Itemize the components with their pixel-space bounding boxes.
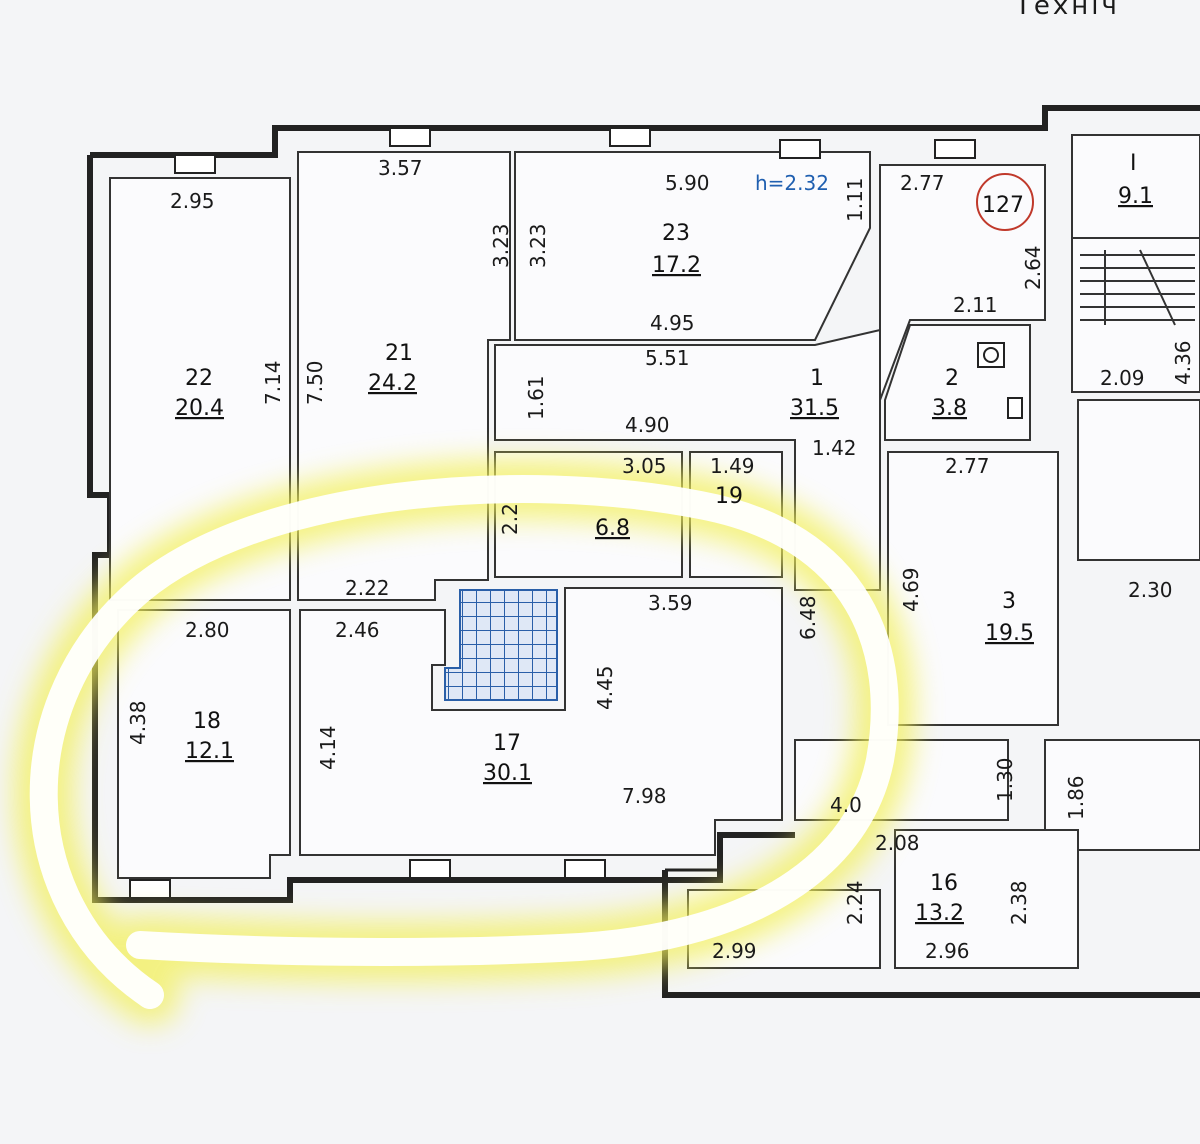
room-21-area: 24.2 xyxy=(368,371,417,396)
dim-label: 2.30 xyxy=(1128,578,1173,602)
apartment-stamp xyxy=(976,173,1034,231)
dim-label: 2.09 xyxy=(1100,366,1145,390)
tile-area xyxy=(444,589,558,701)
room-1-number: 1 xyxy=(810,366,824,391)
room-22-outline xyxy=(109,177,291,601)
dim-label: 7.14 xyxy=(261,360,285,405)
dim-label: 5.90 xyxy=(665,171,710,195)
dim-label: 2.77 xyxy=(900,171,945,195)
dim-label: 2.77 xyxy=(945,454,990,478)
dimension-labels: 2.95 3.57 5.90 1.11 2.77 3.23 3.23 7.14 … xyxy=(126,156,1195,963)
room-2-area: 3.8 xyxy=(932,396,967,421)
dim-label: 7.98 xyxy=(622,784,667,808)
dim-label: 4.69 xyxy=(899,567,923,612)
room-17-number: 17 xyxy=(493,731,521,756)
dim-label: 3.23 xyxy=(526,223,550,268)
room-I-outline xyxy=(1071,134,1200,393)
room-17-outline xyxy=(299,587,783,856)
dim-label: 3.57 xyxy=(378,156,423,180)
room-19-number: 19 xyxy=(715,484,743,509)
room-21-number: 21 xyxy=(385,341,413,366)
room-I-area: 9.1 xyxy=(1118,184,1153,209)
toilet-fixture xyxy=(977,342,1023,419)
dim-label: 2.99 xyxy=(712,939,757,963)
windows xyxy=(129,127,976,899)
dim-label: 2.96 xyxy=(925,939,970,963)
dim-label: 1.30 xyxy=(993,757,1017,802)
dim-label: 4.95 xyxy=(650,311,695,335)
dim-label: 3.05 xyxy=(622,454,667,478)
dim-label: 2.08 xyxy=(875,831,920,855)
dim-label: 2.38 xyxy=(1007,880,1031,925)
dim-label: 3.23 xyxy=(489,223,513,268)
dim-label: 7.50 xyxy=(303,360,327,405)
dim-label: 4.45 xyxy=(593,665,617,710)
ceiling-height: h=2.32 xyxy=(755,171,829,195)
right-block-outline xyxy=(1077,399,1200,561)
room-20-area: 6.8 xyxy=(595,516,630,541)
dim-label: 1.61 xyxy=(524,375,548,420)
dim-label: 2.24 xyxy=(843,880,867,925)
dim-label: 2.95 xyxy=(170,189,215,213)
room-16-area: 13.2 xyxy=(915,901,964,926)
room-16-number: 16 xyxy=(930,871,958,896)
room-16-outline xyxy=(894,829,1079,969)
dim-label: 2.46 xyxy=(335,618,380,642)
dim-label: 6.48 xyxy=(796,595,820,640)
room-1-area: 31.5 xyxy=(790,396,839,421)
room-18-area: 12.1 xyxy=(185,739,234,764)
dim-label: 4.0 xyxy=(830,793,862,817)
dim-label: 2.80 xyxy=(185,618,230,642)
room-18-number: 18 xyxy=(193,709,221,734)
dim-label: 4.90 xyxy=(625,413,670,437)
dim-label: 2.22 xyxy=(345,576,390,600)
right-lower-block xyxy=(1044,739,1200,851)
dim-label: 4.36 xyxy=(1171,340,1195,385)
dim-label: 2.11 xyxy=(953,293,998,317)
room-18-outline xyxy=(117,609,291,879)
dim-label: 1.42 xyxy=(812,436,857,460)
dim-label: 2.2 xyxy=(498,503,522,535)
room-I-number: I xyxy=(1130,151,1137,176)
dim-label: 4.14 xyxy=(316,725,340,770)
stair-steps xyxy=(1080,249,1195,326)
room-3-number: 3 xyxy=(1002,589,1016,614)
dim-label: 1.86 xyxy=(1064,775,1088,820)
dim-label: 1.11 xyxy=(843,177,867,222)
dim-label: 4.38 xyxy=(126,700,150,745)
room-2-number: 2 xyxy=(945,366,959,391)
dim-label: 2.64 xyxy=(1021,245,1045,290)
room-23-area: 17.2 xyxy=(652,253,701,278)
header-text: Техніч xyxy=(1014,0,1120,21)
room-23-number: 23 xyxy=(662,221,690,246)
dim-label: 5.51 xyxy=(645,346,690,370)
dim-label: 3.59 xyxy=(648,591,693,615)
dim-label: 1.49 xyxy=(710,454,755,478)
room-22-area: 20.4 xyxy=(175,396,224,421)
room-3-area: 19.5 xyxy=(985,621,1034,646)
highlight-loop-core xyxy=(29,475,899,1009)
room-22-number: 22 xyxy=(185,366,213,391)
room-17-area: 30.1 xyxy=(483,761,532,786)
apartment-number: 127 xyxy=(982,193,1024,218)
